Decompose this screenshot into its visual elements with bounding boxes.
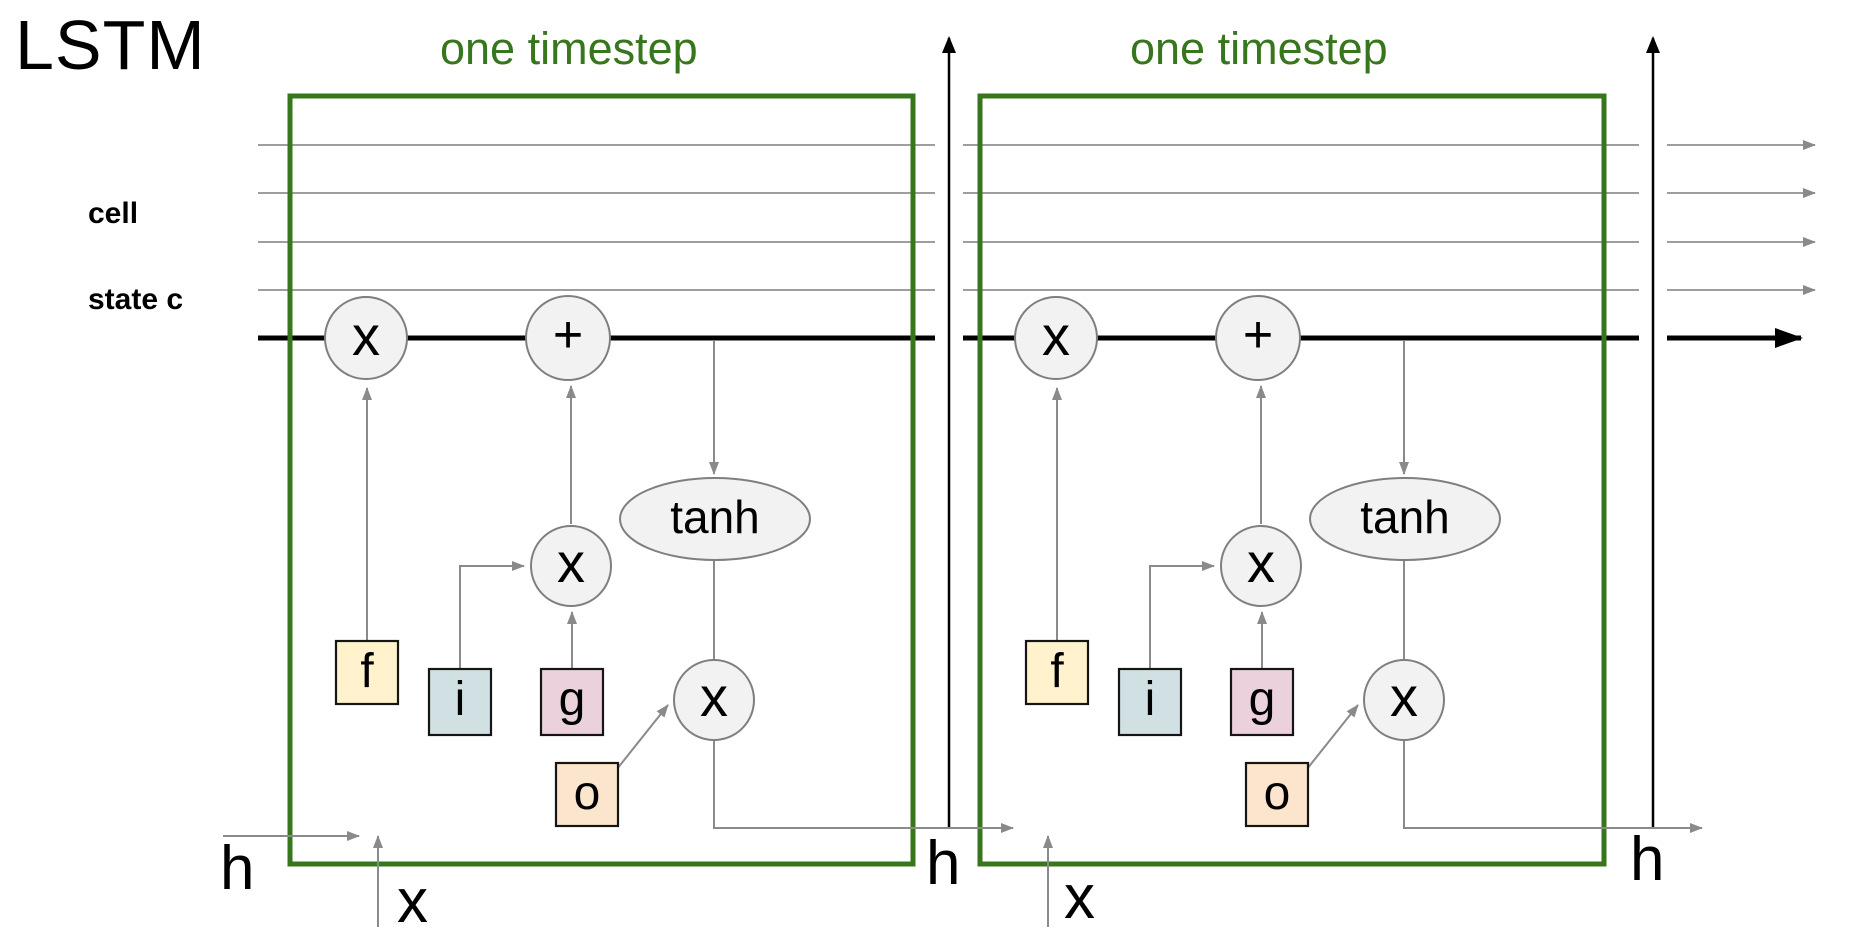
input-gate-letter: i: [454, 673, 466, 727]
hidden-state-out-line-icon: [713, 740, 1014, 833]
timestep-2-gates: [1024, 639, 1310, 828]
tanh-label: tanh: [1360, 491, 1450, 544]
forget-multiply-label: x: [352, 303, 380, 367]
forget-multiply-circle: [324, 296, 408, 380]
cell-state-label-line1: cell: [88, 197, 139, 230]
candidate-multiply-label: x: [557, 530, 585, 594]
forget-multiply-circle: [1014, 296, 1098, 380]
output-gate-arrow-icon: [1306, 704, 1359, 770]
candidate-multiply-label: x: [1247, 530, 1275, 594]
input-gate-box: [1117, 667, 1183, 737]
cell-state-flow-lines-icon: [258, 140, 1816, 295]
timestep-2-nodes: [1014, 295, 1501, 741]
output-gate-box: [554, 761, 620, 828]
output-multiply-label: x: [700, 664, 728, 728]
timestep-1-header: one timestep: [440, 23, 698, 74]
timestep-1-wiring: [223, 341, 1014, 927]
candidate-gate-box: [539, 667, 605, 737]
forget-gate-letter: f: [1050, 645, 1064, 699]
forget-gate-letter: f: [360, 645, 374, 699]
timestep-box-1: [287, 93, 916, 867]
cell-state-label-line2: state c: [88, 283, 184, 316]
forget-gate-box: [1024, 639, 1090, 706]
tanh-ellipse: [1309, 477, 1501, 561]
tanh-ellipse: [619, 477, 811, 561]
cell-state-label: cell state c: [88, 192, 183, 321]
input-gate-arrow-icon: [1149, 561, 1215, 669]
input-gate-box: [427, 667, 493, 737]
output-multiply-circle: [1363, 659, 1445, 741]
candidate-gate-letter: g: [558, 673, 586, 727]
x-input-label-2: x: [1064, 863, 1095, 932]
diagram-title: LSTM: [15, 6, 206, 84]
tanh-label: tanh: [670, 491, 760, 544]
input-gate-arrow-icon: [459, 561, 525, 669]
add-circle: [1215, 295, 1301, 381]
h-output-label: h: [1630, 825, 1665, 894]
output-gate-letter: o: [573, 767, 601, 821]
forget-gate-box: [334, 639, 400, 706]
x-input-label-1: x: [397, 867, 428, 936]
forget-multiply-label: x: [1042, 303, 1070, 367]
timestep-2-header: one timestep: [1130, 23, 1388, 74]
h-input-label-2: h: [926, 829, 961, 898]
output-multiply-circle: [673, 659, 755, 741]
timestep-1-gates: [334, 639, 620, 828]
candidate-multiply-circle: [530, 525, 612, 607]
hidden-state-up-arrows-icon: [942, 36, 1660, 828]
add-label: +: [552, 305, 584, 364]
output-multiply-label: x: [1390, 664, 1418, 728]
timestep-2-wiring: [1043, 341, 1703, 927]
output-gate-arrow-icon: [616, 704, 669, 770]
candidate-multiply-circle: [1220, 525, 1302, 607]
input-gate-letter: i: [1144, 673, 1156, 727]
candidate-gate-letter: g: [1248, 673, 1276, 727]
timestep-box-2: [977, 93, 1607, 867]
add-label: +: [1242, 305, 1274, 364]
timestep-1-nodes: [324, 295, 811, 741]
h-input-label-1: h: [220, 834, 255, 903]
hidden-state-out-line-icon: [1403, 740, 1703, 833]
output-gate-letter: o: [1263, 767, 1291, 821]
candidate-gate-box: [1229, 667, 1295, 737]
output-gate-box: [1244, 761, 1310, 828]
add-circle: [525, 295, 611, 381]
